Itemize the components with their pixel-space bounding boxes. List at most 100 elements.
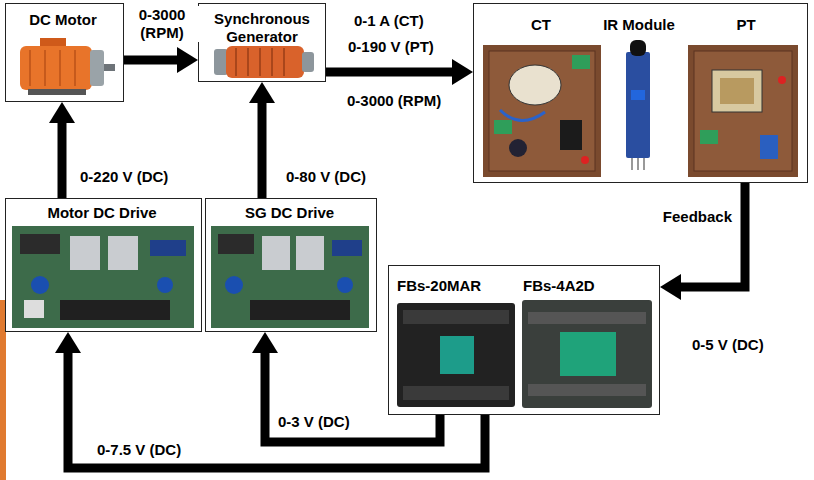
io-module-picture — [528, 384, 646, 396]
motor-drive-board-picture — [12, 226, 194, 328]
signal-range-label: 0-5 V (DC) — [690, 336, 766, 354]
dc-motor-picture — [74, 50, 76, 86]
pt-board-picture — [694, 51, 792, 171]
ir-module-picture — [631, 158, 633, 170]
motor-drive-board-picture — [108, 236, 138, 270]
component-label: DC Motor — [6, 11, 120, 29]
plc-picture — [397, 303, 515, 407]
ir-module-picture — [631, 90, 645, 100]
component-box: FBs-20MAR FBs-4A2D — [388, 265, 660, 415]
sg-drive-board-picture — [332, 240, 362, 256]
component-box: Synchronous Generator — [198, 3, 326, 82]
component-box: CTIR Module PT — [473, 3, 808, 183]
sg-drive-board-picture — [337, 277, 353, 293]
motor-drive-board-picture — [70, 236, 100, 270]
component-label: IR Module — [589, 16, 689, 34]
generator-picture — [247, 48, 249, 76]
ct-board-picture — [489, 51, 595, 171]
ct-board-picture — [572, 55, 590, 69]
dc-motor-picture — [44, 50, 46, 86]
ct-board-picture — [494, 120, 512, 134]
generator-picture — [214, 49, 228, 75]
plc-picture — [403, 310, 509, 324]
dc-motor-picture — [20, 46, 92, 90]
pt-board-picture — [778, 76, 786, 84]
signal-arrow — [58, 123, 67, 198]
motor-drive-board-picture — [31, 276, 49, 294]
ir-module-picture — [626, 52, 650, 158]
dc-motor-picture — [28, 89, 86, 95]
dc-motor-picture — [29, 50, 31, 86]
motor-drive-board-picture — [20, 234, 60, 254]
component-label: FBs-4A2D — [523, 277, 653, 295]
io-module-picture — [522, 300, 652, 408]
signal-range-label: 0-3000 (RPM) — [345, 92, 443, 110]
signal-arrow — [681, 183, 745, 287]
pt-board-picture — [700, 130, 718, 144]
dc-motor-picture — [20, 38, 115, 95]
signal-label: 0-80 V (DC) — [284, 168, 368, 186]
sg-drive-board-picture — [250, 300, 350, 320]
signal-arrow — [258, 103, 267, 198]
pt-board-picture — [688, 45, 798, 177]
signal-label: 0-220 V (DC) — [78, 168, 170, 186]
sg-drive-board-picture — [211, 226, 369, 328]
motor-drive-board-picture — [150, 240, 186, 256]
pt-board-picture — [760, 135, 778, 159]
io-module-picture — [560, 332, 616, 376]
ir-module-picture — [637, 158, 639, 170]
component-label: FBs-20MAR — [397, 277, 517, 295]
signal-arrow — [265, 353, 440, 442]
component-label: Motor DC Drive — [6, 204, 198, 222]
generator-picture — [283, 48, 285, 76]
sg-drive-board-picture — [211, 226, 369, 328]
component-label: CT — [496, 16, 586, 34]
component-label: Synchronous Generator — [205, 10, 319, 46]
motor-drive-board-picture — [157, 277, 173, 293]
component-box: DC Motor — [5, 3, 124, 102]
signal-label: Feedback — [630, 208, 734, 226]
ct-board-picture — [483, 45, 601, 177]
plc-picture — [403, 386, 509, 400]
pt-board-picture — [720, 78, 754, 104]
component-box: Motor DC Drive — [5, 198, 202, 332]
signal-label: 0-3 V (DC) — [276, 413, 352, 431]
generator-picture — [271, 48, 273, 76]
ir-module-picture — [630, 40, 646, 56]
generator-picture — [302, 52, 314, 72]
signal-arrow — [124, 56, 177, 65]
generator-picture — [235, 48, 237, 76]
sg-drive-board-picture — [262, 236, 290, 270]
component-label: PT — [696, 16, 796, 34]
signal-arrow — [326, 68, 452, 77]
generator-picture — [214, 46, 314, 78]
dc-motor-picture — [90, 50, 104, 86]
component-box: SG DC Drive — [205, 198, 377, 332]
ir-module-picture — [643, 158, 645, 170]
generator-picture — [259, 48, 261, 76]
signal-range-label: 0-190 V (PT) — [346, 38, 436, 56]
ct-board-picture — [560, 120, 582, 150]
sg-drive-board-picture — [218, 234, 254, 254]
ir-module-picture — [626, 40, 650, 170]
ct-board-picture — [509, 65, 561, 105]
plc-picture — [397, 303, 515, 407]
ct-board-picture — [500, 110, 545, 121]
ct-board-picture — [483, 45, 601, 177]
plc-picture — [440, 336, 474, 374]
component-label: SG DC Drive — [206, 204, 373, 222]
motor-drive-board-picture — [12, 226, 194, 328]
signal-label: 0-7.5 V (DC) — [95, 441, 183, 459]
ct-board-picture — [509, 139, 527, 157]
sg-drive-board-picture — [296, 236, 324, 270]
motor-drive-board-picture — [24, 300, 44, 318]
io-module-picture — [522, 300, 652, 408]
signal-range-label: 0-1 A (CT) — [352, 12, 426, 30]
dc-motor-picture — [104, 64, 115, 71]
io-module-picture — [528, 312, 646, 324]
pt-board-picture — [712, 70, 762, 112]
generator-picture — [226, 46, 304, 78]
ct-board-picture — [581, 156, 589, 164]
sg-drive-board-picture — [225, 276, 243, 294]
